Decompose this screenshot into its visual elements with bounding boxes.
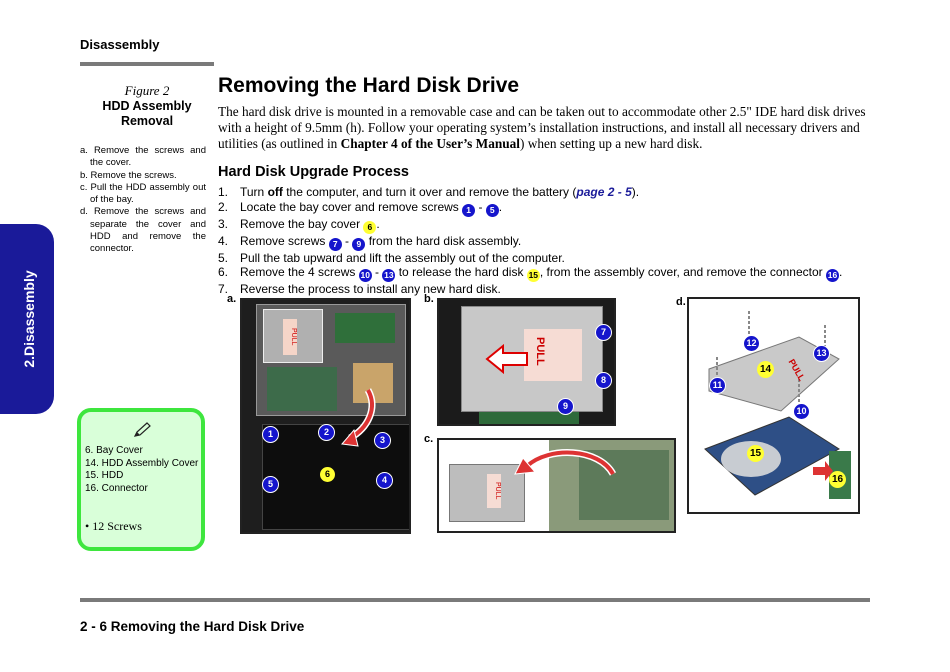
callout-marker: 16	[825, 269, 839, 283]
procedure-heading: Hard Disk Upgrade Process	[218, 164, 409, 180]
procedure-step-2: 2.Locate the bay cover and remove screws…	[218, 199, 503, 217]
curved-arrow-icon	[341, 388, 376, 447]
callout-16: 16	[829, 471, 846, 488]
callout-9: 9	[557, 398, 574, 415]
figure-title: HDD Assembly Removal	[102, 99, 192, 128]
callout-marker: 10	[358, 269, 372, 283]
callout-marker: 7	[328, 237, 342, 251]
header-rule	[80, 62, 214, 66]
procedure-step-3: 3.Remove the bay cover 6.	[218, 216, 380, 234]
callout-10: 10	[793, 403, 810, 420]
manual-reference: Chapter 4 of the User’s Manual	[340, 136, 520, 151]
hdd-tray-image: PULL	[461, 306, 603, 412]
callout-4: 4	[376, 472, 393, 489]
section-header: Disassembly	[80, 37, 160, 52]
callout-marker: 1	[462, 203, 476, 217]
callout-3: 3	[374, 432, 391, 449]
photo-c: PULL	[437, 438, 676, 533]
photo-d: PULL 10 11 12 13 14 15 16	[687, 297, 860, 514]
callout-7: 7	[595, 324, 612, 341]
procedure-step-5: 5.Pull the tab upward and lift the assem…	[218, 250, 565, 265]
photo-b: PULL 7 8 9	[437, 298, 616, 426]
callout-14: 14	[757, 361, 774, 378]
callout-marker: 15	[526, 269, 540, 283]
note-item: 14. HDD Assembly Cover	[85, 457, 199, 469]
callout-marker: 5	[485, 203, 499, 217]
callout-marker: 13	[382, 269, 396, 283]
callout-5: 5	[262, 476, 279, 493]
procedure-step-4: 4.Remove screws 7 - 9 from the hard disk…	[218, 233, 522, 251]
callout-11: 11	[709, 377, 726, 394]
callout-2: 2	[318, 424, 335, 441]
callout-13: 13	[813, 345, 830, 362]
note-item: 15. HDD	[85, 470, 124, 481]
hdd-exploded-view-image	[704, 311, 851, 499]
note-item: 16. Connector	[85, 482, 148, 494]
laptop-bay-image: PULL	[256, 304, 406, 416]
photo-a-label: a.	[227, 293, 237, 305]
footer-page-reference: 2 - 6 Removing the Hard Disk Drive	[80, 619, 305, 634]
note-item: 6. Bay Cover	[85, 445, 143, 456]
figure-step: d. Remove the screws and separate the co…	[80, 206, 206, 255]
procedure-list: 1.Turn off the computer, and turn it ove…	[218, 185, 878, 297]
callout-marker: 9	[352, 237, 366, 251]
note-parts-list: 6. Bay Cover 14. HDD Assembly Cover 15. …	[85, 445, 198, 495]
figure-step: c. Pull the HDD assembly out of the bay.	[80, 181, 206, 206]
procedure-step-7: 7.Reverse the process to install any new…	[218, 282, 501, 297]
laptop-bay-open-image	[549, 440, 674, 531]
photo-c-label: c.	[424, 433, 434, 445]
callout-1: 1	[262, 426, 279, 443]
figure-caption: Figure 2 HDD Assembly Removal	[80, 83, 214, 129]
callout-8: 8	[595, 372, 612, 389]
figure-step: b. Remove the screws.	[80, 169, 177, 181]
chapter-side-tab	[0, 224, 54, 414]
figure-step: a. Remove the screws and the cover.	[80, 145, 206, 169]
page-title: Removing the Hard Disk Drive	[218, 74, 520, 97]
note-box	[77, 408, 205, 551]
hdd-assembly-image: PULL	[441, 442, 549, 531]
procedure-step-1: 1.Turn off the computer, and turn it ove…	[218, 185, 640, 199]
page-reference-link[interactable]: page 2 - 5	[576, 185, 632, 199]
procedure-step-6: 6.Remove the 4 screws 10 - 13 to release…	[218, 265, 843, 283]
lift-arrow-icon	[514, 449, 617, 476]
photo-b-label: b.	[424, 293, 434, 305]
pull-arrow-icon	[485, 344, 528, 374]
footer-rule	[80, 598, 870, 602]
callout-marker: 6	[363, 220, 377, 234]
chapter-side-tab-label: 2.Disassembly	[21, 270, 37, 368]
note-screws-count: • 12 Screws	[85, 519, 142, 533]
pencil-icon	[133, 422, 153, 443]
callout-6: 6	[320, 467, 335, 482]
callout-12: 12	[743, 335, 760, 352]
intro-paragraph: The hard disk drive is mounted in a remo…	[218, 104, 866, 151]
figure-number: Figure 2	[124, 83, 170, 98]
callout-15: 15	[747, 445, 764, 462]
photo-d-label: d.	[676, 296, 686, 308]
figure-steps-list: a. Remove the screws and the cover. b. R…	[80, 145, 206, 256]
photo-a: PULL 1 2 3 4 5 6	[240, 298, 411, 534]
